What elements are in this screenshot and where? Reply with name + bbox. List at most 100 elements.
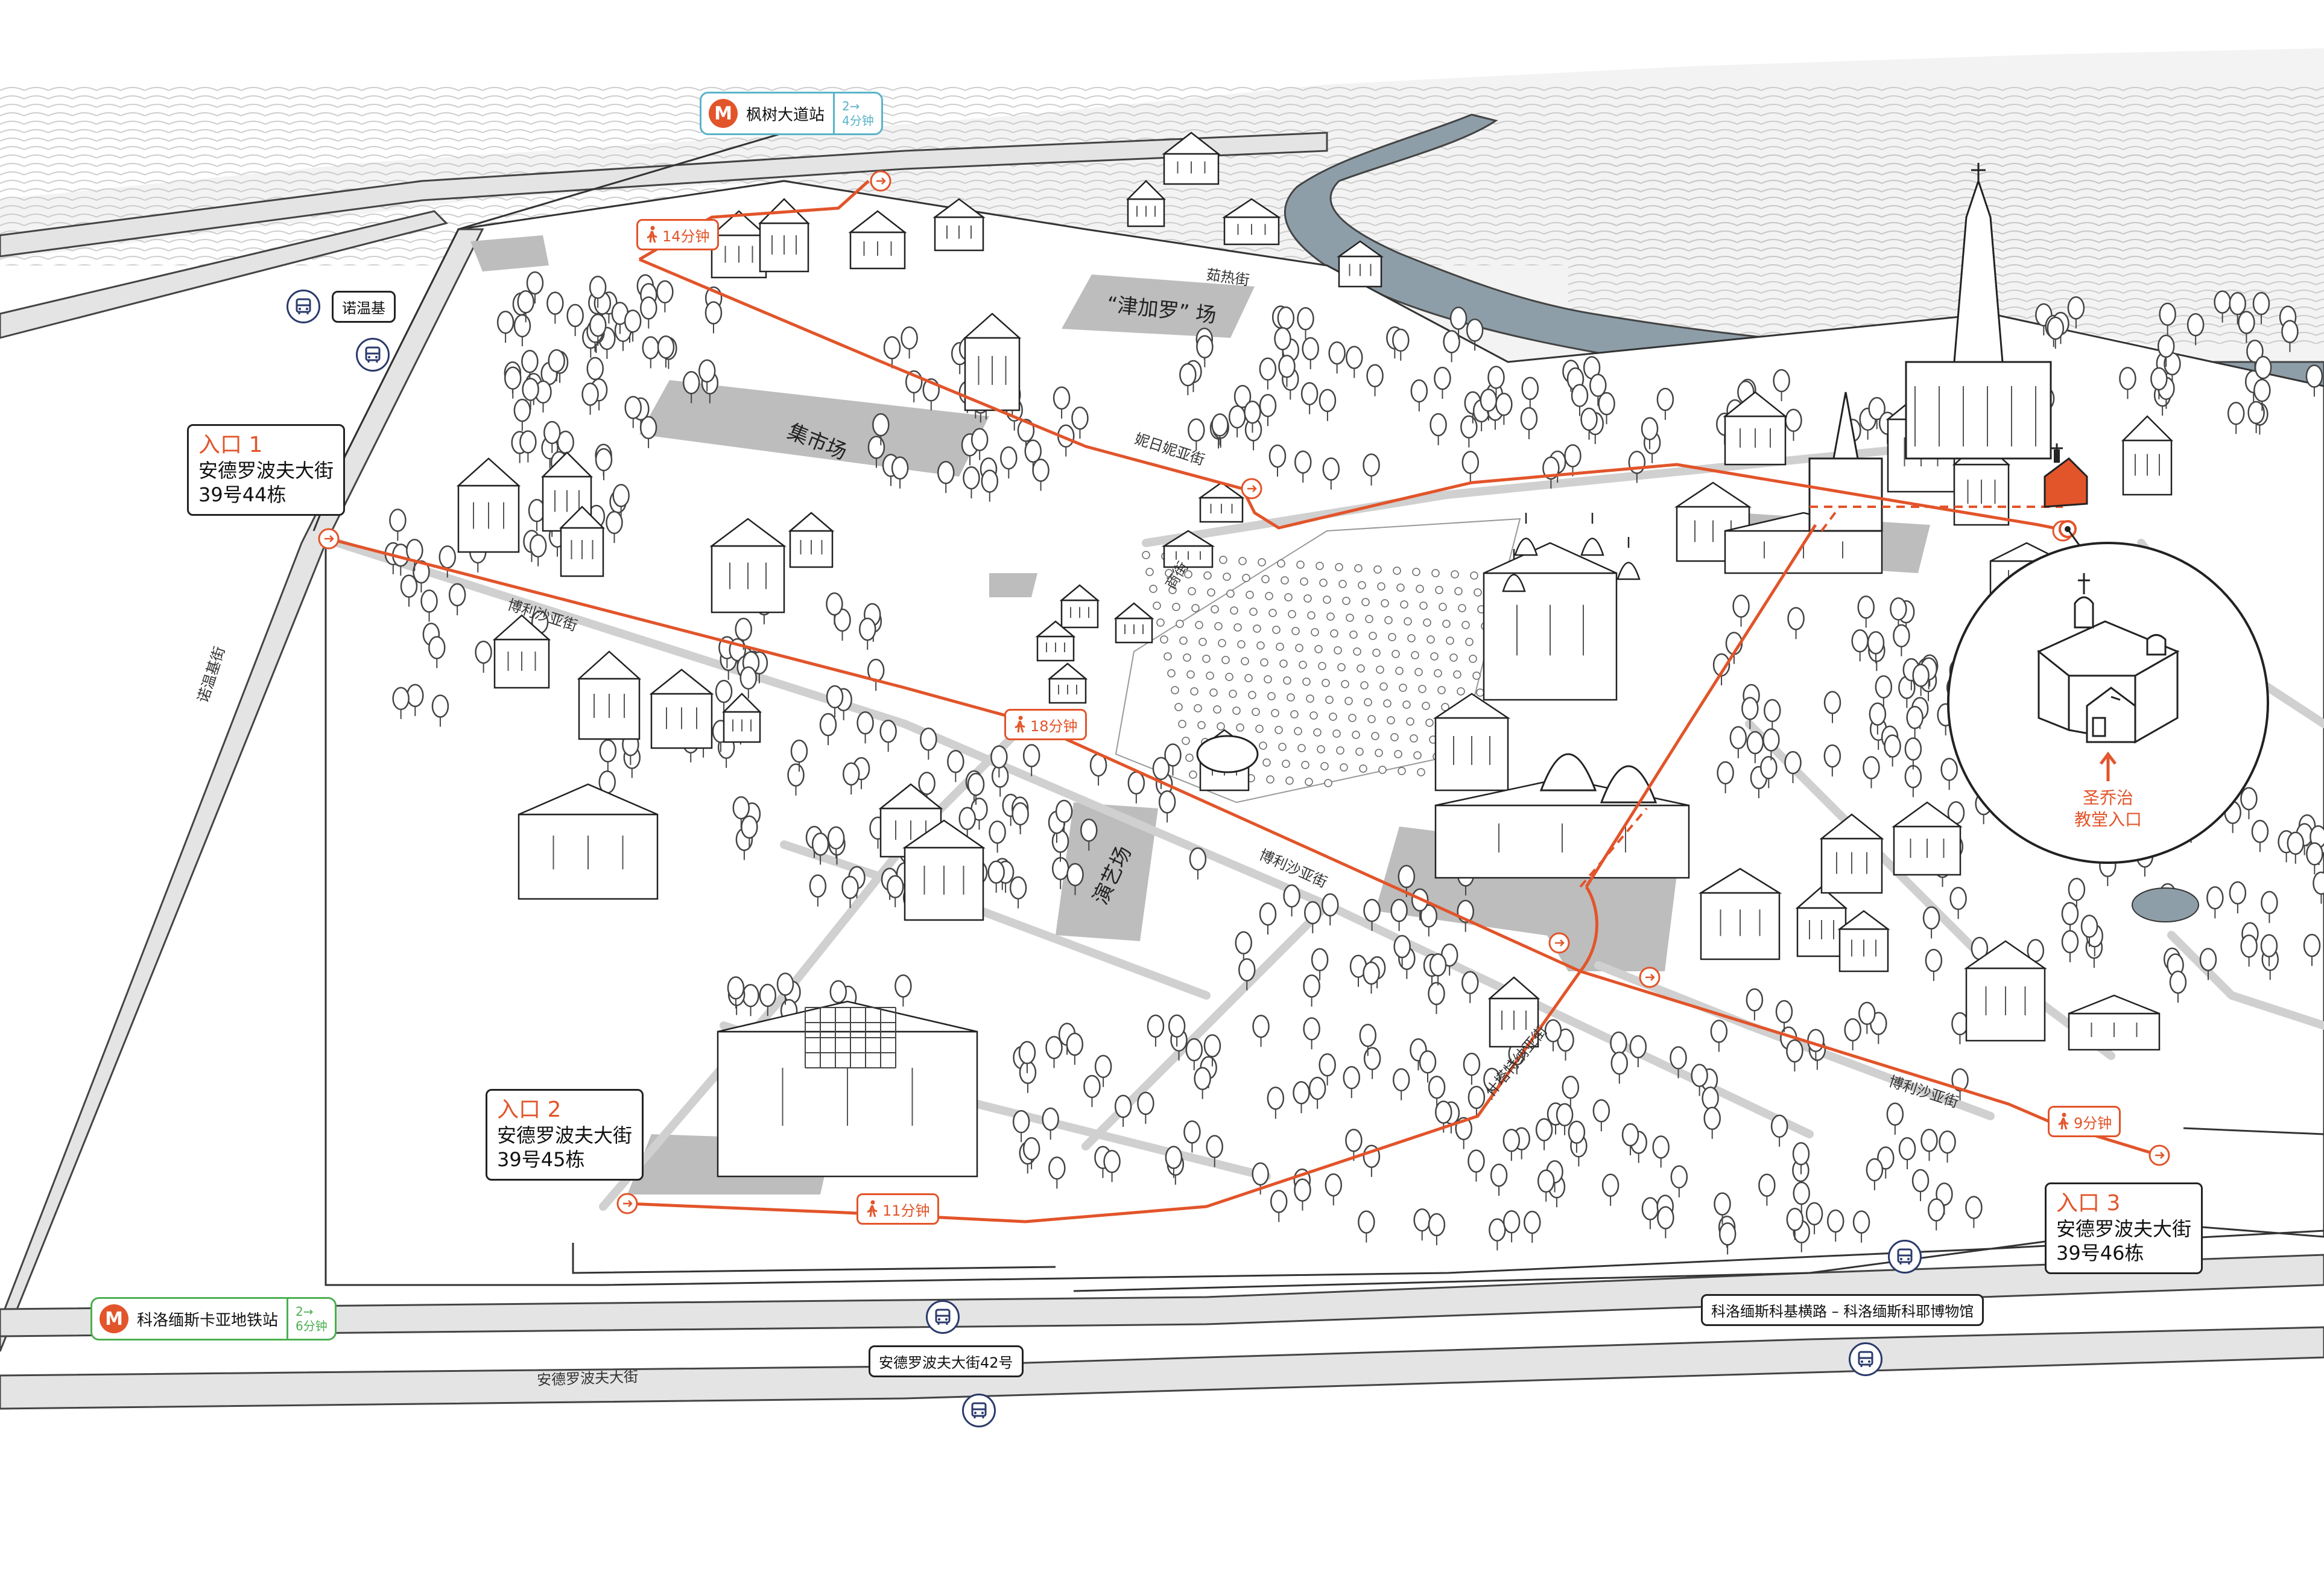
tree-icon <box>1911 1169 1930 1202</box>
tree-icon <box>970 428 989 460</box>
tree-icon <box>981 469 999 502</box>
tree-icon <box>1083 1074 1101 1107</box>
tree-icon <box>1760 756 1778 788</box>
building <box>2068 994 2161 1051</box>
tree-icon <box>522 378 539 410</box>
tree-icon <box>1939 1130 1956 1163</box>
tree-icon <box>1270 1190 1288 1222</box>
tree-icon <box>1844 1018 1861 1051</box>
street-label-andropova: 安德罗波夫大街 <box>536 1368 639 1389</box>
tree-icon <box>1358 1210 1375 1243</box>
metro-station-fengshu[interactable]: M 枫树大道站 2→ 4分钟 <box>700 92 883 135</box>
tree-icon <box>990 745 1008 778</box>
tree-icon <box>2253 378 2271 411</box>
tree-icon <box>1343 1065 1361 1099</box>
route-arrow-marker <box>1548 932 1570 954</box>
tree-icon <box>883 336 901 369</box>
building <box>902 819 986 921</box>
tree-icon <box>1322 893 1339 925</box>
tree-icon <box>2238 311 2255 343</box>
tree-icon <box>1461 971 1479 1003</box>
tree-icon <box>1328 341 1346 374</box>
tree-icon <box>735 617 752 650</box>
tree-icon <box>872 413 890 446</box>
tree-icon <box>1940 758 1958 790</box>
tree-icon <box>1158 790 1176 823</box>
bus-icon[interactable] <box>962 1394 996 1427</box>
tree-icon <box>1293 1081 1310 1114</box>
tree-icon <box>901 326 918 359</box>
tree-icon <box>1259 902 1277 935</box>
tree-icon <box>1393 934 1411 967</box>
walk-icon <box>647 226 657 243</box>
tree-icon <box>1430 413 1447 446</box>
tree-icon <box>1489 1218 1506 1251</box>
bus-glyph <box>296 298 311 314</box>
building <box>1837 910 1890 973</box>
bus-icon[interactable] <box>1888 1240 1922 1274</box>
bus-icon[interactable] <box>287 290 320 323</box>
metro-distance-top: 2→ <box>842 99 860 113</box>
tree-icon <box>2260 934 2278 966</box>
bus-glyph <box>935 1309 951 1325</box>
building <box>1892 801 1963 876</box>
tree-icon <box>1137 1091 1154 1124</box>
tree-icon <box>1322 457 1340 490</box>
tree-icon <box>856 711 874 744</box>
tree-icon <box>2150 367 2168 399</box>
building <box>649 668 714 749</box>
tree-icon <box>589 313 607 346</box>
tree-icon <box>521 349 539 382</box>
tree-icon <box>1283 884 1300 917</box>
tree-icon <box>1863 756 1880 788</box>
building <box>559 506 606 577</box>
entrance-1-box[interactable]: 入口 1 安德罗波夫大街 39号44栋 <box>187 424 346 516</box>
bus-icon[interactable] <box>356 338 390 372</box>
tree-icon <box>1042 1107 1059 1140</box>
metro-station-kolomenskaya[interactable]: M 科洛缅斯卡亚地铁站 2→ 6分钟 <box>90 1297 337 1341</box>
tree-icon <box>1712 653 1730 686</box>
tree-icon <box>1758 1173 1776 1206</box>
tree-icon <box>2119 367 2136 399</box>
tree-icon <box>1179 363 1197 396</box>
tree-icon <box>1319 389 1337 421</box>
tree-icon <box>1965 1196 1983 1228</box>
tree-icon <box>826 592 843 625</box>
tree-icon <box>1165 1146 1183 1178</box>
tree-icon <box>589 275 607 308</box>
bus-icon[interactable] <box>1849 1342 1882 1376</box>
tree-icon <box>1793 1181 1810 1214</box>
tree-icon <box>1773 369 1790 401</box>
tree-icon <box>1045 1036 1063 1068</box>
walk-icon <box>1015 716 1025 733</box>
tree-icon <box>1398 865 1416 897</box>
tree-icon <box>1304 901 1322 933</box>
tree-icon <box>519 430 537 463</box>
tree-icon <box>1920 1129 1938 1161</box>
tree-icon <box>1598 392 1615 425</box>
tree-icon <box>1890 597 1907 630</box>
tree-icon <box>1428 1213 1446 1246</box>
building <box>721 693 762 743</box>
tree-icon <box>1268 444 1287 477</box>
tree-icon <box>859 617 876 650</box>
walking-routes <box>328 180 2160 1223</box>
tree-icon <box>1746 731 1764 764</box>
walk-time-18: 18分钟 <box>1004 709 1087 740</box>
tree-icon <box>1259 357 1277 390</box>
tree-icon <box>1775 1000 1793 1032</box>
entrance-2-box[interactable]: 入口 2 安德罗波夫大街 39号45栋 <box>486 1089 644 1181</box>
bus-icon[interactable] <box>926 1300 960 1334</box>
tree-icon <box>1714 1192 1731 1225</box>
tree-icon <box>1194 1067 1211 1099</box>
tree-icon <box>1927 1198 1945 1231</box>
tree-icon <box>1852 1210 1870 1243</box>
tree-icon <box>1303 974 1320 1007</box>
tree-icon <box>1238 958 1256 991</box>
tree-icon <box>1857 595 1875 628</box>
building <box>709 210 768 279</box>
tree-icon <box>1904 737 1922 770</box>
tree-icon <box>1183 1120 1201 1153</box>
entrance-3-box[interactable]: 入口 3 安德罗波夫大街 39号46栋 <box>2045 1182 2203 1274</box>
